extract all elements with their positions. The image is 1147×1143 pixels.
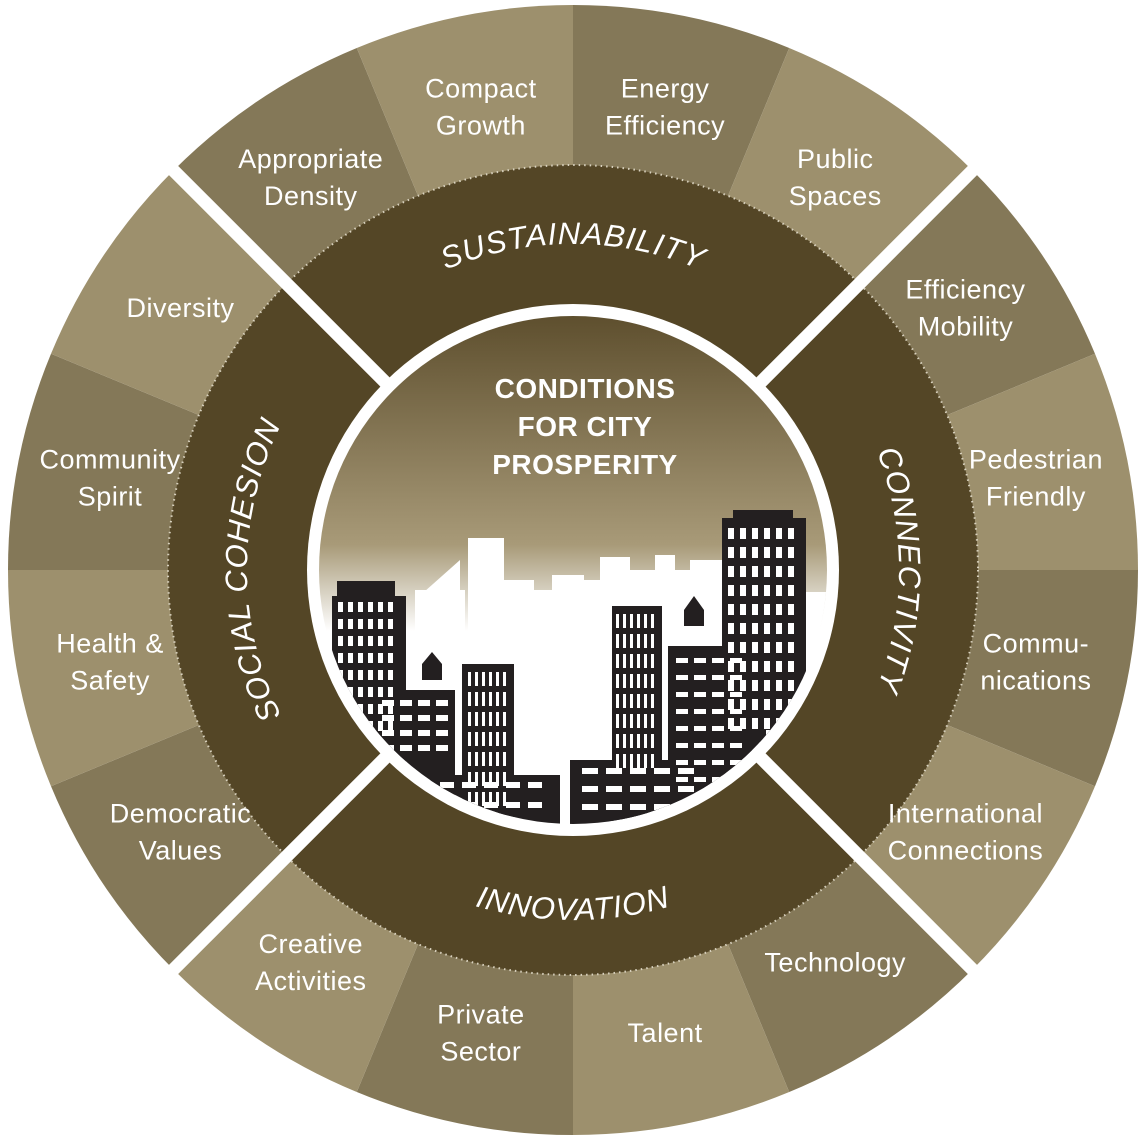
factor-label-talent: Talent — [628, 1018, 703, 1048]
divider-line — [165, 162, 401, 398]
factor-label-health-safety: Health &Safety — [56, 629, 164, 696]
divider-line — [165, 742, 401, 978]
dotted-ring-border — [167, 164, 979, 976]
factor-label-commu-nications: Commu-nications — [980, 629, 1091, 696]
divider-line — [745, 162, 981, 398]
quadrant-dividers — [165, 162, 981, 978]
factor-label-diversity: Diversity — [127, 293, 235, 323]
divider-line — [745, 742, 981, 978]
factor-label-technology: Technology — [764, 947, 906, 977]
